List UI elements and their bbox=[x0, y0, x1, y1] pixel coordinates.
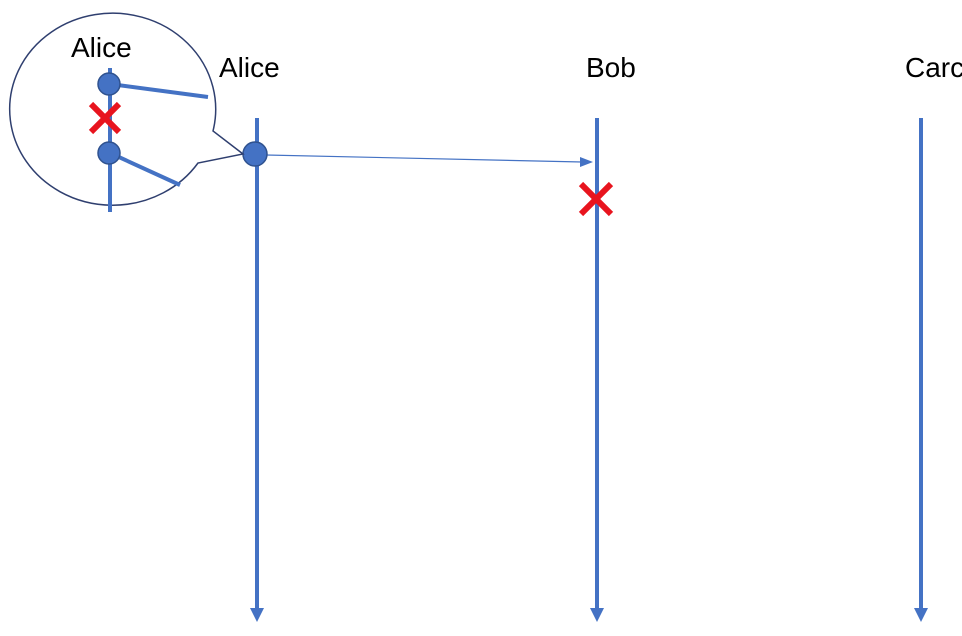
bob-crash-cross-icon bbox=[578, 181, 614, 217]
callout-event-node-top bbox=[97, 72, 121, 96]
lifeline-alice bbox=[250, 118, 264, 622]
callout-message-line-top bbox=[109, 82, 209, 99]
message-arrowhead bbox=[580, 157, 593, 167]
lifeline-arrowhead-alice bbox=[250, 608, 264, 622]
message-alice-to-bob bbox=[265, 154, 593, 167]
alice-event-node bbox=[242, 141, 268, 167]
callout-label: Alice bbox=[71, 32, 132, 63]
participant-label-bob: Bob bbox=[586, 52, 636, 83]
participant-label-carol: Carc bbox=[905, 52, 962, 83]
callout-message-line-bottom bbox=[109, 151, 181, 187]
callout-event-node-bottom bbox=[97, 141, 121, 165]
lifeline-carol bbox=[914, 118, 928, 622]
participant-label-alice: Alice bbox=[219, 52, 280, 83]
callout-zoom-bubble: Alice bbox=[8, 12, 245, 212]
lifeline-arrowhead-carol bbox=[914, 608, 928, 622]
lifeline-arrowhead-bob bbox=[590, 608, 604, 622]
callout-crash-cross-icon bbox=[88, 101, 122, 135]
